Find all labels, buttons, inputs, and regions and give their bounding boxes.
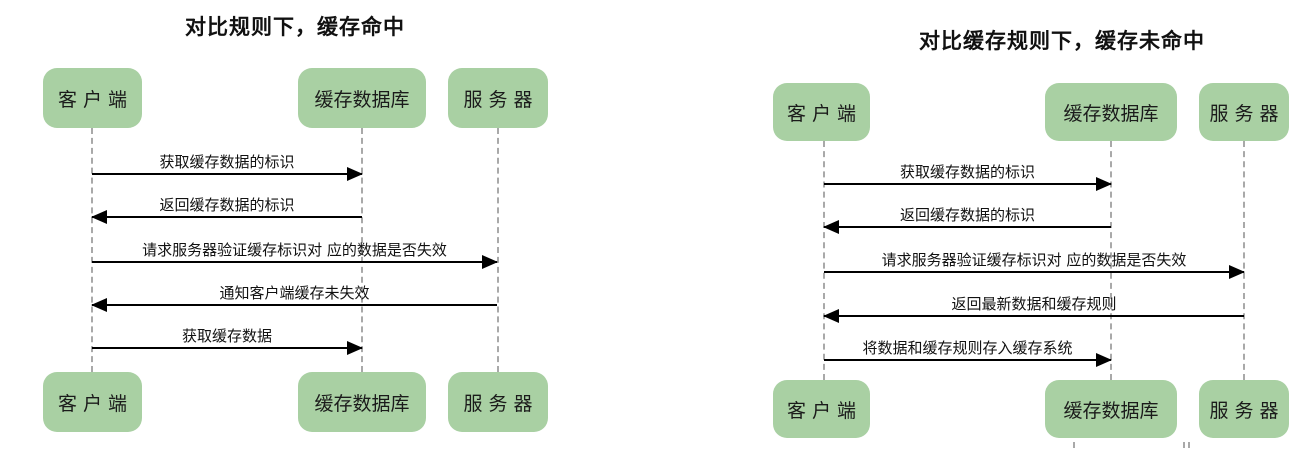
arrowhead-left-icon: [91, 298, 107, 312]
actor-box-server-bottom: 服 务 器: [1199, 380, 1289, 438]
arrow-line: [92, 173, 362, 175]
arrowhead-right-icon: [1096, 353, 1112, 367]
arrowhead-right-icon: [347, 341, 363, 355]
lifeline-cache-db: [1110, 141, 1112, 380]
arrow-line: [92, 347, 362, 349]
message-label: 返回最新数据和缓存规则: [951, 295, 1117, 313]
arrowhead-right-icon: [347, 167, 363, 181]
arrowhead-left-icon: [91, 210, 107, 224]
message-label: 请求服务器验证缓存标识对 应的数据是否失效: [142, 241, 447, 259]
actor-box-cache-db-bottom: 缓存数据库: [1045, 380, 1177, 438]
message-label: 获取缓存数据的标识: [899, 163, 1035, 181]
actor-box-client-bottom: 客 户 端: [773, 380, 870, 438]
actor-box-client-top: 客 户 端: [773, 83, 870, 141]
actor-box-cache-db-top: 缓存数据库: [1045, 83, 1177, 141]
arrow-line: [92, 304, 497, 306]
lifeline-stub: [1073, 442, 1075, 448]
actor-box-cache-db-bottom: 缓存数据库: [298, 372, 426, 432]
lifeline-stub: [1183, 442, 1185, 448]
message-label: 请求服务器验证缓存标识对 应的数据是否失效: [881, 251, 1187, 269]
arrowhead-left-icon: [823, 220, 839, 234]
message-label: 返回缓存数据的标识: [159, 196, 295, 214]
arrow-line: [92, 216, 362, 218]
actor-box-client-top: 客 户 端: [43, 68, 142, 128]
message-label: 通知客户端缓存未失效: [219, 284, 370, 302]
arrowhead-left-icon: [823, 309, 839, 323]
actor-box-server-bottom: 服 务 器: [448, 372, 548, 432]
arrow-line: [824, 226, 1111, 228]
arrow-line: [824, 183, 1111, 185]
arrowhead-right-icon: [482, 255, 498, 269]
diagram-title: 对比规则下，缓存命中: [185, 15, 405, 39]
actor-box-server-top: 服 务 器: [448, 68, 548, 128]
arrowhead-right-icon: [1229, 265, 1245, 279]
message-label: 返回缓存数据的标识: [899, 206, 1035, 224]
lifeline-client: [91, 128, 93, 372]
diagram-title: 对比缓存规则下，缓存未命中: [919, 29, 1205, 53]
actor-box-client-bottom: 客 户 端: [43, 372, 142, 432]
lifeline-server: [1243, 141, 1245, 380]
arrow-line: [92, 261, 497, 263]
message-label: 将数据和缓存规则存入缓存系统: [862, 339, 1073, 357]
message-label: 获取缓存数据的标识: [159, 153, 295, 171]
message-label: 获取缓存数据: [181, 327, 272, 345]
actor-box-server-top: 服 务 器: [1199, 83, 1289, 141]
arrowhead-right-icon: [1096, 177, 1112, 191]
sequence-diagram-cache-miss: 对比缓存规则下，缓存未命中 客 户 端 缓存数据库 服 务 器 获取缓存数据的标…: [646, 0, 1292, 462]
lifeline-stub: [1188, 442, 1190, 448]
lifeline-client: [823, 141, 825, 380]
lifeline-cache-db: [361, 128, 363, 372]
lifeline-server: [497, 128, 499, 372]
actor-box-cache-db-top: 缓存数据库: [298, 68, 426, 128]
arrow-line: [824, 359, 1111, 361]
sequence-diagram-cache-hit: 对比规则下，缓存命中 客 户 端 缓存数据库 服 务 器 获取缓存数据的标识 返…: [43, 15, 548, 432]
arrow-line: [824, 315, 1244, 317]
arrow-line: [824, 271, 1244, 273]
